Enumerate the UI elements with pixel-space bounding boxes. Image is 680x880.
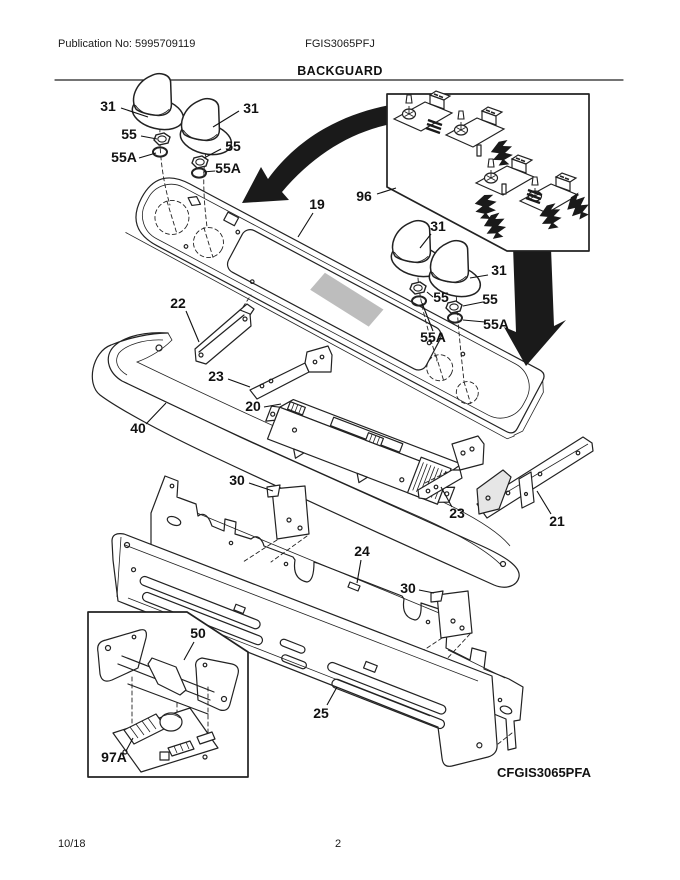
bracket-30-right (423, 590, 473, 663)
bracket-22 (194, 294, 255, 365)
callout-leader (356, 559, 362, 584)
bracket-23-left (249, 345, 333, 400)
spark-module-97a (112, 707, 219, 773)
callout-leader (469, 274, 489, 279)
callout-label: 55 (433, 289, 449, 305)
callout-label: 22 (170, 295, 186, 311)
callout-leader (202, 170, 216, 173)
projection-line (424, 471, 448, 484)
callout-label: 25 (313, 705, 329, 721)
callout-label: 55A (111, 149, 137, 165)
callout-leader (120, 107, 149, 118)
callout-leader (421, 302, 434, 332)
callout-leader (462, 301, 484, 307)
page-number: 2 (335, 838, 341, 850)
callout-label: 55A (215, 160, 241, 176)
callout-label: 30 (229, 472, 245, 488)
callout-leader (376, 187, 397, 195)
washer-ring (411, 295, 427, 307)
callout-leader (185, 310, 200, 343)
callout-label: 40 (130, 420, 146, 436)
callout-leader (418, 589, 435, 594)
switch-inset-box (386, 90, 591, 252)
bracket-30-left (242, 484, 310, 563)
publication-number: Publication No: 5995709119 (58, 38, 195, 50)
hex-nut (191, 155, 209, 169)
hex-nut (409, 281, 427, 295)
callout-leader (248, 482, 274, 492)
callout-label: 30 (400, 580, 416, 596)
bracket-50 (97, 629, 239, 749)
callout-layer: 31 31 55 55A 55 55A 96 19 31 31 55 55 55A 55A 22 23 20 40… (100, 98, 565, 765)
sweep-arrow (242, 100, 566, 366)
callout-leader (297, 212, 314, 238)
knob-set-middle (385, 214, 491, 382)
callout-leader (140, 135, 158, 140)
callout-leader (536, 490, 552, 515)
callout-leader (426, 291, 434, 298)
callout-label: 55A (483, 316, 509, 332)
callout-leader (125, 737, 134, 752)
callout-leader (462, 319, 486, 323)
wire-ribbon (425, 118, 543, 205)
washer-ring (447, 312, 463, 324)
callout-leader (440, 486, 453, 508)
page-title: BACKGUARD (297, 64, 383, 78)
callout-leader (326, 686, 338, 706)
callout-label: 55 (225, 138, 241, 154)
support-bar-21 (476, 436, 594, 519)
control-board-20 (265, 398, 462, 505)
callout-leader (183, 641, 195, 661)
callout-label: 50 (190, 625, 206, 641)
detail-inset-box (87, 611, 249, 778)
control-panel-19 (125, 177, 545, 440)
callout-leader (263, 403, 282, 408)
callout-leader (145, 402, 167, 425)
panel-sticker (310, 272, 384, 327)
model-number: FGIS3065PFJ (305, 38, 375, 50)
callout-label: 24 (354, 543, 370, 559)
bracket-23-right (417, 435, 485, 500)
callout-label: 55A (420, 329, 446, 345)
callout-leader (203, 148, 222, 159)
callout-label: 23 (449, 505, 465, 521)
callout-label: 96 (356, 188, 372, 204)
callout-leader (212, 110, 240, 128)
callout-label: 19 (309, 196, 325, 212)
callout-label: 20 (245, 398, 261, 414)
callout-leader (138, 152, 157, 159)
callout-leader (419, 233, 432, 249)
callout-label: 23 (208, 368, 224, 384)
callout-label: 55 (482, 291, 498, 307)
knob-set-left (126, 67, 242, 228)
callout-label: 31 (491, 262, 507, 278)
callout-label: 31 (100, 98, 116, 114)
callout-label: 97A (101, 749, 127, 765)
callout-label: 21 (549, 513, 565, 529)
callout-label: 31 (430, 218, 446, 234)
footer-date: 10/18 (58, 838, 86, 850)
assembly-code: CFGIS3065PFA (497, 765, 592, 780)
callout-label: 31 (243, 100, 259, 116)
callout-leader (227, 378, 251, 388)
callout-label: 55 (121, 126, 137, 142)
